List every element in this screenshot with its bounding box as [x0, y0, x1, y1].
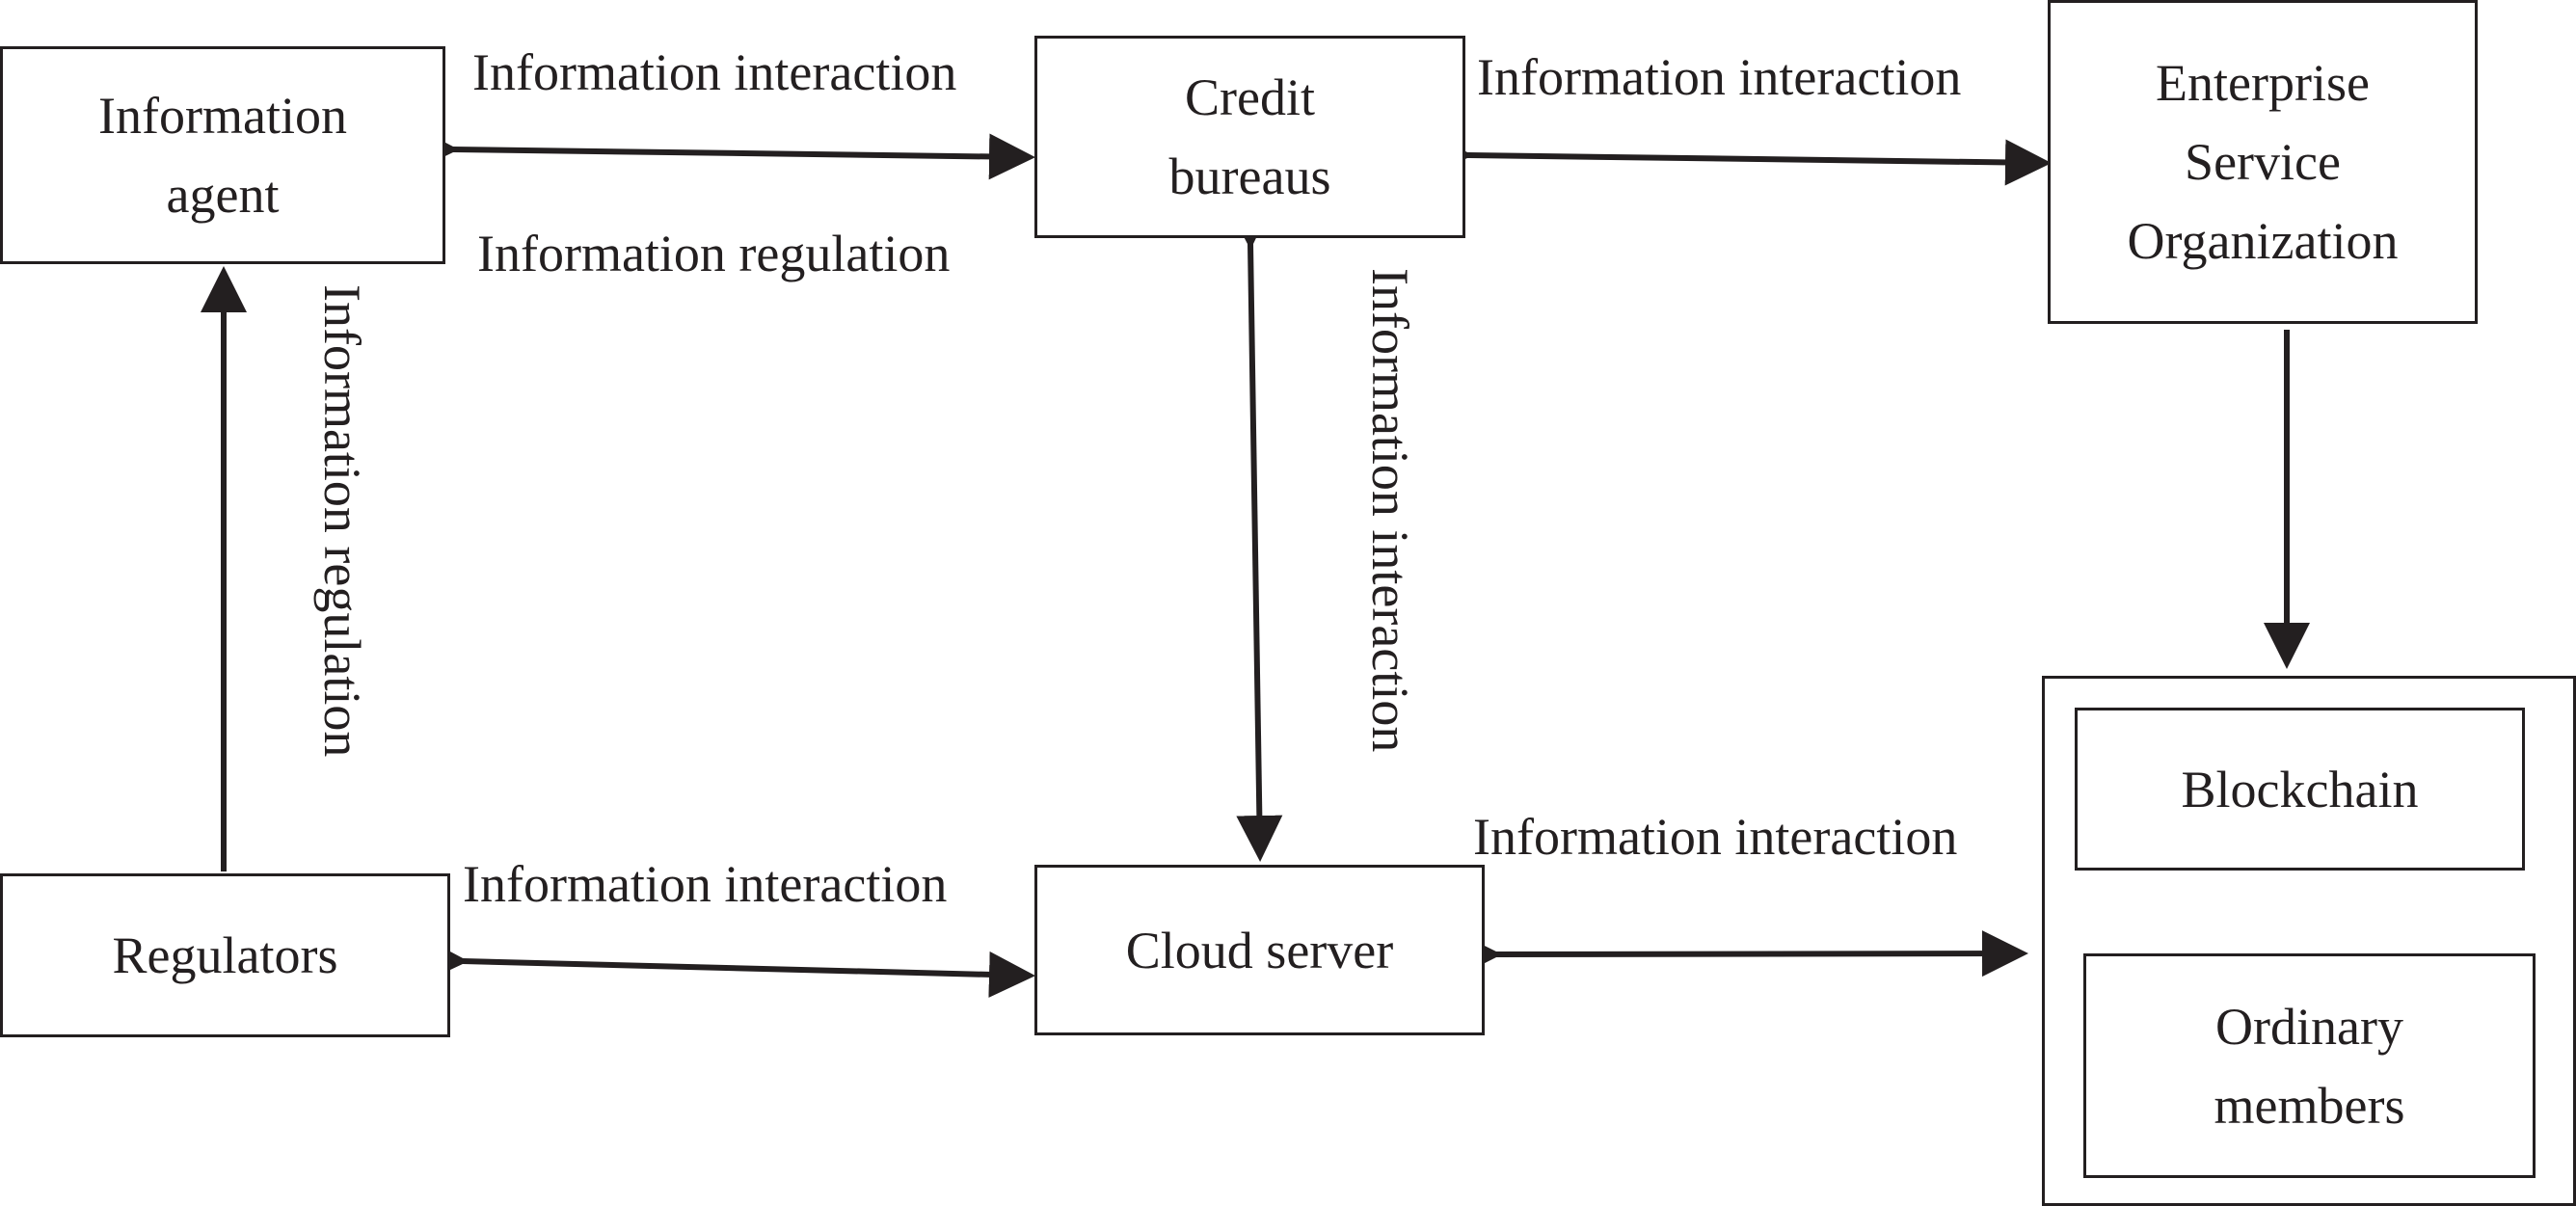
- edge-label-regulators-cloud: Information interaction: [463, 855, 948, 913]
- arrow-cloud-group: [1455, 930, 2028, 978]
- edge-label-bureaus-enterprise: Information interaction: [1477, 48, 1962, 106]
- node-label: Enterprise Service Organization: [2127, 54, 2399, 270]
- node-cloud-server: Cloud server: [1034, 865, 1485, 1035]
- arrow-bureaus-enterprise: [1426, 131, 2052, 186]
- node-label: Ordinary members: [2214, 997, 2405, 1135]
- node-regulators: Regulators: [0, 873, 450, 1037]
- node-label: Information agent: [98, 87, 347, 224]
- node-information-agent: Information agent: [0, 46, 445, 264]
- arrow-agent-bureaus: [412, 125, 1035, 180]
- node-ordinary-members: Ordinary members: [2083, 953, 2536, 1178]
- arrow-bureaus-cloud: [1226, 202, 1283, 862]
- node-credit-bureaus: Credit bureaus: [1034, 36, 1465, 238]
- node-enterprise-service-organization: Enterprise Service Organization: [2048, 0, 2478, 324]
- arrow-regulators-cloud: [421, 936, 1035, 998]
- node-blockchain: Blockchain: [2075, 708, 2525, 871]
- edge-label-bureaus-cloud: Information interaction: [1361, 268, 1419, 753]
- node-label: Cloud server: [1125, 921, 1394, 979]
- edge-label-regulators-agent: Information regulation: [313, 284, 371, 758]
- node-label: Regulators: [112, 926, 338, 984]
- node-label: Credit bureaus: [1168, 68, 1331, 205]
- edge-label-agent-bureaus-bottom: Information regulation: [477, 225, 951, 282]
- edge-label-agent-bureaus-top: Information interaction: [472, 43, 957, 101]
- node-label: Blockchain: [2181, 760, 2419, 818]
- edge-label-cloud-group: Information interaction: [1473, 808, 1958, 866]
